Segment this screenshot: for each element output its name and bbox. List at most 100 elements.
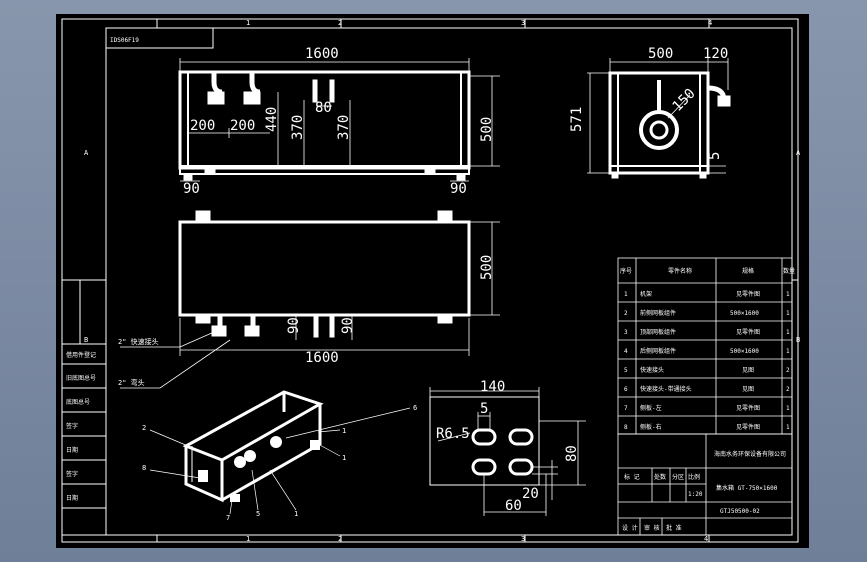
dim-top-stub-right: 90 <box>340 317 356 334</box>
top-frame <box>178 220 471 317</box>
bom-row-2-qty: 1 <box>786 310 790 317</box>
left-strip-label-3: 底图总号 <box>66 398 90 406</box>
dim-side-pipe-offset: 120 <box>703 46 728 62</box>
bom-row-4-no: 4 <box>624 348 628 355</box>
bom-row-2-name: 前侧网板组件 <box>640 309 676 317</box>
title-scale: 1:20 <box>688 491 703 498</box>
bom-header-no: 序号 <box>620 267 632 275</box>
detail-view <box>429 387 586 516</box>
zone-col-3-bottom: 3 <box>521 535 525 543</box>
bom-row-5-name: 快速接头 <box>640 366 664 374</box>
drawing-code-box <box>105 27 214 49</box>
iso-callout-1a: 1 <box>342 427 346 435</box>
left-strip-label-7: 日期 <box>66 494 78 502</box>
left-strip-label-2: 旧底图总号 <box>66 374 96 382</box>
bom-row-5-no: 5 <box>624 367 628 374</box>
top-connector-right <box>244 315 260 337</box>
title-block <box>617 433 793 536</box>
bom-row-2-spec: 500×1600 <box>730 310 759 317</box>
zone-col-2-bottom: 2 <box>338 535 342 543</box>
title-label-review: 审 核 <box>644 524 660 532</box>
zone-row-b-right: B <box>796 336 800 344</box>
bom-row-3-qty: 1 <box>786 329 790 336</box>
iso-callout-6: 6 <box>413 404 417 412</box>
side-opening-inner <box>649 120 669 140</box>
iso-view <box>149 390 411 515</box>
bom-row-8-no: 8 <box>624 424 628 431</box>
bom-row-4-qty: 1 <box>786 348 790 355</box>
title-label-approve: 批 准 <box>666 524 682 532</box>
bom-row-1-name: 机架 <box>640 290 652 298</box>
dim-detail-radius: R6.5 <box>436 426 470 442</box>
front-inlet-elbow-left <box>207 72 225 105</box>
dim-front-length: 1600 <box>305 46 339 62</box>
zone-col-1-bottom: 1 <box>246 535 250 543</box>
bom-row-6-qty: 2 <box>786 386 790 393</box>
dim-side-height: 571 <box>569 107 585 132</box>
bom-row-8-name: 侧板-右 <box>640 423 662 431</box>
zone-col-3: 3 <box>521 19 525 27</box>
bom-header-qty: 数量 <box>783 267 795 275</box>
label-quick-connector: 2" 快速接头 <box>118 337 159 346</box>
iso-callout-1b: 1 <box>342 454 346 462</box>
front-base-rail <box>179 165 470 175</box>
bom-row-7-no: 7 <box>624 405 628 412</box>
left-strip-table <box>62 280 106 536</box>
label-elbow: 2" 弯头 <box>118 378 145 387</box>
bom-row-8-spec: 见零件图 <box>736 423 760 431</box>
dim-detail-slot-width: 5 <box>480 401 488 417</box>
bom-row-3-no: 3 <box>624 329 628 336</box>
bom-row-5-spec: 见图 <box>742 367 754 374</box>
bom-row-8-qty: 1 <box>786 424 790 431</box>
dim-front-inlet-height: 440 <box>264 107 280 132</box>
bom-header-spec: 规格 <box>742 267 754 275</box>
front-dimensions <box>179 58 500 182</box>
zone-row-a-right: A <box>796 149 801 157</box>
dim-top-length: 1600 <box>305 350 339 366</box>
detail-slot-1 <box>471 428 497 446</box>
dim-side-bottom-gap: 5 <box>707 152 723 160</box>
dim-detail-spacing: 60 <box>505 498 522 514</box>
bom-row-6-spec: 见图 <box>742 386 754 393</box>
detail-slot-2 <box>508 428 534 446</box>
title-header-zone: 分区 <box>672 473 684 481</box>
side-view <box>587 58 731 179</box>
dim-detail-height: 80 <box>564 445 580 462</box>
top-dimensions <box>120 221 500 389</box>
dim-front-pipe-spacing-1: 200 <box>190 118 215 134</box>
dim-detail-offset: 20 <box>522 486 539 502</box>
bom-row-7-name: 侧板-左 <box>640 404 662 412</box>
title-header-count: 处数 <box>654 473 666 481</box>
dim-top-width: 500 <box>479 255 495 280</box>
bom-row-6-name: 快速接头-带通接头 <box>640 385 692 393</box>
dim-side-width: 500 <box>648 46 673 62</box>
dim-detail-width: 140 <box>480 379 505 395</box>
left-strip-label-1: 借用件登记 <box>66 351 96 359</box>
dim-front-outlet-spacing: 80 <box>315 100 332 116</box>
iso-leaders <box>149 407 411 515</box>
top-view <box>120 210 500 389</box>
left-strip-label-6: 签字 <box>66 470 78 478</box>
bom-row-1-spec: 见零件图 <box>736 290 760 298</box>
bom-cells: 序号 零件名称 规格 数量 1 机架 见零件图 1 2 前侧网板组件 500×1… <box>620 267 795 431</box>
left-strip-label-4: 签字 <box>66 422 78 430</box>
bom-header-name: 零件名称 <box>668 267 692 275</box>
front-frame <box>178 70 471 170</box>
front-inlet-elbow-right <box>243 72 261 105</box>
title-header-scale: 比例 <box>688 473 700 481</box>
zone-col-2: 2 <box>338 19 342 27</box>
bom-row-7-qty: 1 <box>786 405 790 412</box>
detail-plate <box>429 396 540 486</box>
bom-row-4-spec: 500×1600 <box>730 348 759 355</box>
bom-row-6-no: 6 <box>624 386 628 393</box>
zone-col-4: 4 <box>708 19 712 27</box>
zone-col-4-bottom: 4 <box>704 535 708 543</box>
iso-callout-7: 7 <box>226 514 230 522</box>
dim-front-outlet-height-2: 370 <box>336 115 352 140</box>
bom-row-1-no: 1 <box>624 291 628 298</box>
iso-callout-1c: 1 <box>294 510 298 518</box>
front-outlet-pipe-1 <box>312 79 318 103</box>
dim-front-leg-right: 90 <box>450 181 467 197</box>
bom-row-4-name: 后侧网板组件 <box>640 347 676 355</box>
